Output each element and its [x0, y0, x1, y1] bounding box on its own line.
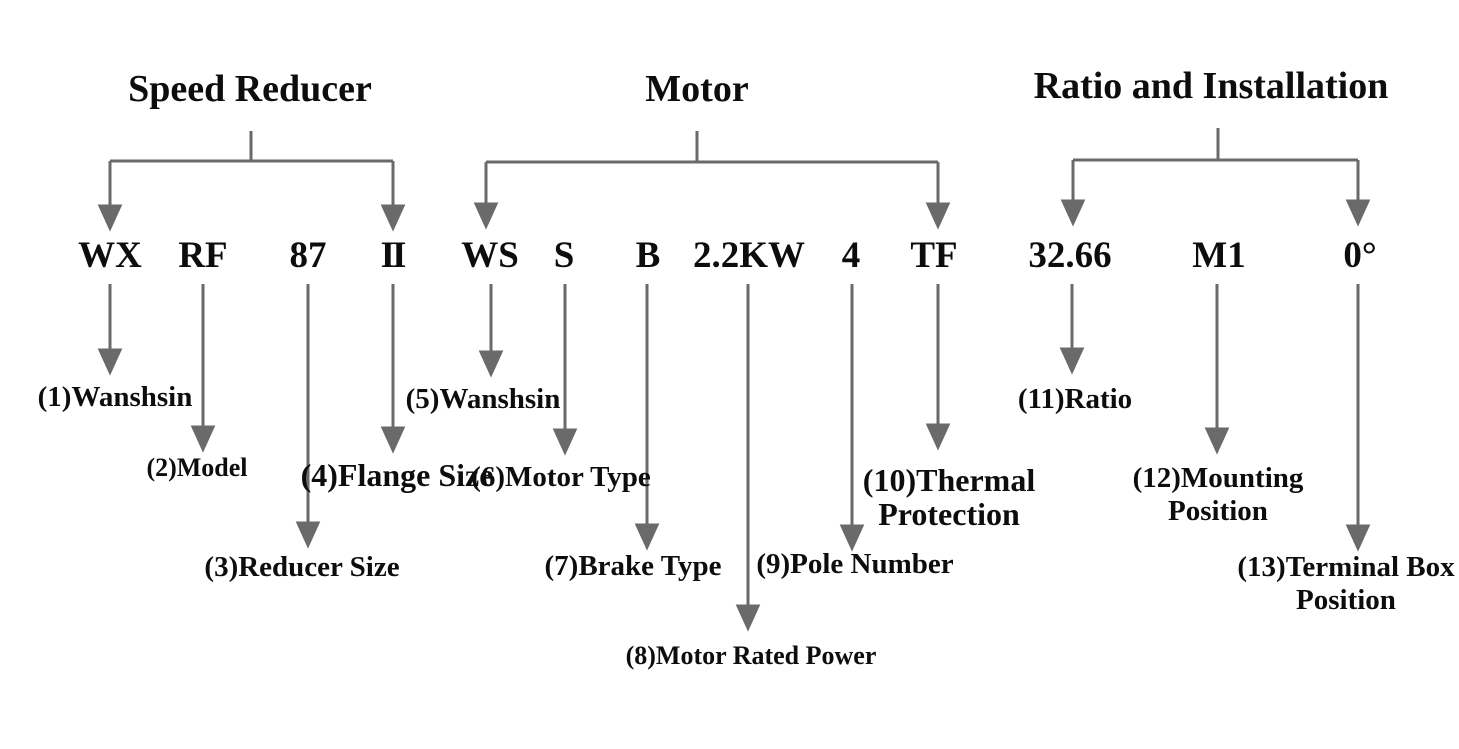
label-13-terminal-box-position: (13)Terminal Box Position — [1237, 551, 1454, 617]
code-3266: 32.66 — [1028, 235, 1112, 276]
arrow-b-brake-type — [634, 284, 660, 551]
code-wx: WX — [78, 235, 142, 276]
arrowhead-icon — [97, 204, 123, 232]
label-line: Position — [1168, 495, 1268, 527]
code-b: B — [635, 235, 661, 276]
label-5-wanshsin: (5)Wanshsin — [405, 383, 561, 415]
arrow-0deg-terminal-box — [1345, 284, 1371, 552]
arrow-87-reducer-size — [295, 284, 321, 549]
group-header-ratio-installation: Ratio and Installation — [1033, 65, 1389, 107]
arrow-ws-wanshsin — [478, 284, 504, 378]
label-line: Protection — [878, 496, 1020, 532]
arrow-s-motor-type — [552, 284, 578, 456]
label-7-brake-type: (7)Brake Type — [544, 550, 722, 582]
arrow-4-pole-number — [839, 284, 865, 552]
label-line: (13)Terminal Box — [1237, 551, 1455, 583]
arrowhead-icon — [1345, 199, 1371, 227]
label-4-flange-size: (4)Flange Size — [300, 457, 494, 493]
arrowhead-icon — [473, 202, 499, 230]
group-header-speed-reducer: Speed Reducer — [128, 68, 372, 110]
arrow-ii-flange-size — [380, 284, 406, 454]
label-8-motor-rated-power: (8)Motor Rated Power — [625, 641, 877, 670]
label-6-motor-type: (6)Motor Type — [471, 461, 651, 493]
bracket-motor — [473, 131, 951, 230]
bracket-ratio-installation — [1060, 128, 1371, 227]
code-ws: WS — [461, 235, 519, 276]
label-10-thermal-protection: (10)Thermal Protection — [863, 463, 1035, 531]
label-line: Position — [1296, 584, 1396, 616]
code-m1: M1 — [1192, 235, 1246, 276]
code-s: S — [553, 235, 575, 276]
code-0deg: 0° — [1343, 235, 1377, 276]
arrowhead-icon — [925, 202, 951, 230]
arrow-tf-thermal-protection — [925, 284, 951, 451]
label-line: (10)Thermal — [862, 462, 1036, 498]
group-header-motor: Motor — [645, 68, 749, 110]
bracket-speed-reducer — [97, 131, 406, 232]
arrow-wx-wanshsin — [97, 284, 123, 376]
code-rf: RF — [178, 235, 228, 276]
code-87: 87 — [289, 235, 327, 276]
arrow-22kw-rated-power — [735, 284, 761, 632]
arrowhead-icon — [1060, 199, 1086, 227]
label-3-reducer-size: (3)Reducer Size — [204, 551, 400, 583]
label-2-model: (2)Model — [146, 453, 248, 482]
arrow-3266-ratio — [1059, 284, 1085, 375]
arrow-rf-model — [190, 284, 216, 453]
label-1-wanshsin: (1)Wanshsin — [37, 381, 193, 413]
code-ii: II — [380, 235, 407, 276]
label-9-pole-number: (9)Pole Number — [756, 548, 954, 580]
arrow-m1-mounting-position — [1204, 284, 1230, 455]
code-4: 4 — [841, 235, 861, 276]
arrowhead-icon — [380, 204, 406, 232]
label-11-ratio: (11)Ratio — [1017, 383, 1133, 415]
label-12-mounting-position: (12)Mounting Position — [1133, 462, 1304, 528]
code-tf: TF — [910, 235, 958, 276]
label-line: (12)Mounting — [1132, 462, 1304, 494]
code-22kw: 2.2KW — [692, 235, 806, 276]
